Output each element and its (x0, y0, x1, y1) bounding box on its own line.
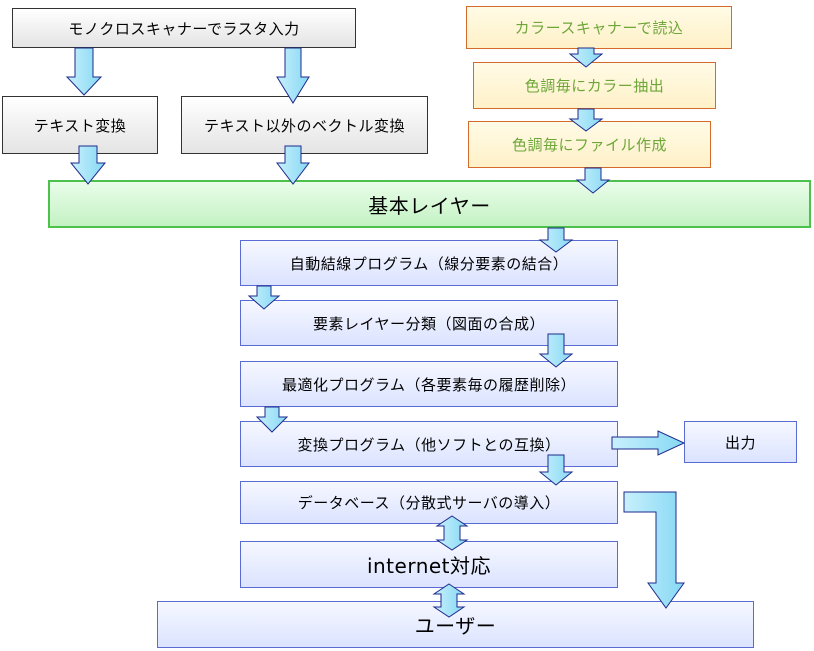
arrow-down-icon (255, 406, 289, 433)
arrow-down-icon (568, 108, 604, 132)
arrow-bidirectional-icon (435, 515, 469, 551)
arrow-down-icon (65, 47, 103, 96)
output-box: 出力 (684, 421, 797, 463)
arrow-down-icon (276, 47, 310, 104)
elbow-arrow-icon (623, 491, 685, 609)
arrow-down-icon (275, 145, 311, 185)
arrow-bidirectional-icon (432, 583, 466, 618)
arrow-down-icon (575, 167, 611, 194)
text-convert-box: テキスト変換 (2, 96, 158, 154)
vector-convert-box: テキスト以外のベクトル変換 (181, 96, 428, 154)
optimize-box: 最適化プログラム（各要素毎の履歴削除） (240, 361, 618, 407)
arrow-down-icon (538, 333, 574, 368)
arrow-down-icon (69, 145, 107, 185)
arrow-down-icon (538, 454, 574, 486)
arrow-down-icon (568, 47, 604, 68)
arrow-down-icon (538, 227, 574, 253)
color-scan-box: カラースキャナーで読込 (466, 6, 732, 49)
arrow-right-icon (611, 430, 686, 456)
arrow-down-icon (247, 285, 281, 310)
database-box: データベース（分散式サーバの導入） (240, 481, 618, 524)
mono-scan-box: モノクロスキャナーでラスタ入力 (12, 8, 356, 48)
color-extract-box: 色調毎にカラー抽出 (473, 62, 716, 109)
base-layer-box: 基本レイヤー (48, 180, 811, 228)
internet-box: internet対応 (240, 541, 618, 588)
